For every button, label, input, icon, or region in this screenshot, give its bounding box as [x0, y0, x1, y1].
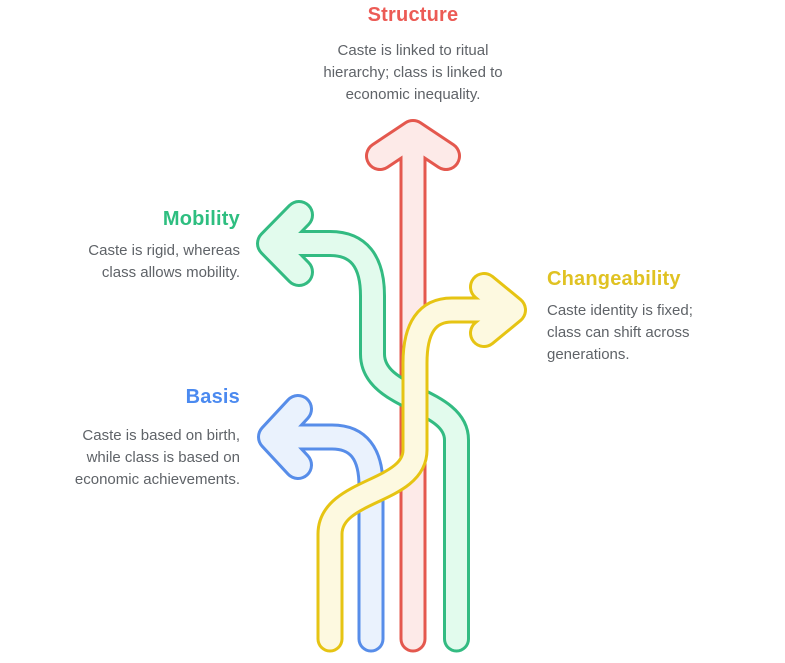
- mobility-arrow-head: [259, 203, 311, 284]
- changeability-description-line: Caste identity is fixed;: [547, 302, 693, 319]
- basis-description-line: economic achievements.: [74, 471, 240, 488]
- basis-description-line: Caste is based on birth,: [82, 427, 240, 444]
- changeability-title: Changeability: [547, 268, 681, 290]
- mobility-arrow: [256, 200, 470, 653]
- structure-description: Caste is linked to ritual hierarchy; cla…: [263, 40, 563, 106]
- structure-description-line: Caste is linked to ritual: [337, 42, 489, 59]
- changeability-arrow-shaft: [319, 299, 506, 650]
- basis-description-line: while class is based on: [86, 449, 240, 466]
- structure-title: Structure: [367, 4, 459, 26]
- structure-arrow-head: [368, 122, 458, 168]
- structure-description-line: hierarchy; class is linked to: [323, 64, 503, 81]
- mobility-description-line: Caste is rigid, whereas: [88, 242, 240, 259]
- structure-description-line: economic inequality.: [345, 86, 481, 103]
- changeability-arrow-head: [472, 275, 524, 345]
- mobility-description-line: class allows mobility.: [101, 264, 240, 281]
- mobility-title: Mobility: [162, 208, 240, 230]
- mobility-arrow-shaft: [277, 233, 467, 650]
- changeability-description: Caste identity is fixed; class can shift…: [547, 300, 693, 366]
- basis-description: Caste is based on birth, while class is …: [75, 425, 240, 491]
- changeability-description-line: class can shift across: [547, 324, 690, 341]
- changeability-description-line: generations.: [547, 346, 630, 363]
- changeability-arrow: [316, 272, 527, 653]
- basis-arrow-head: [260, 397, 310, 477]
- basis-title: Basis: [185, 386, 240, 408]
- mobility-description: Caste is rigid, whereas class allows mob…: [88, 240, 240, 284]
